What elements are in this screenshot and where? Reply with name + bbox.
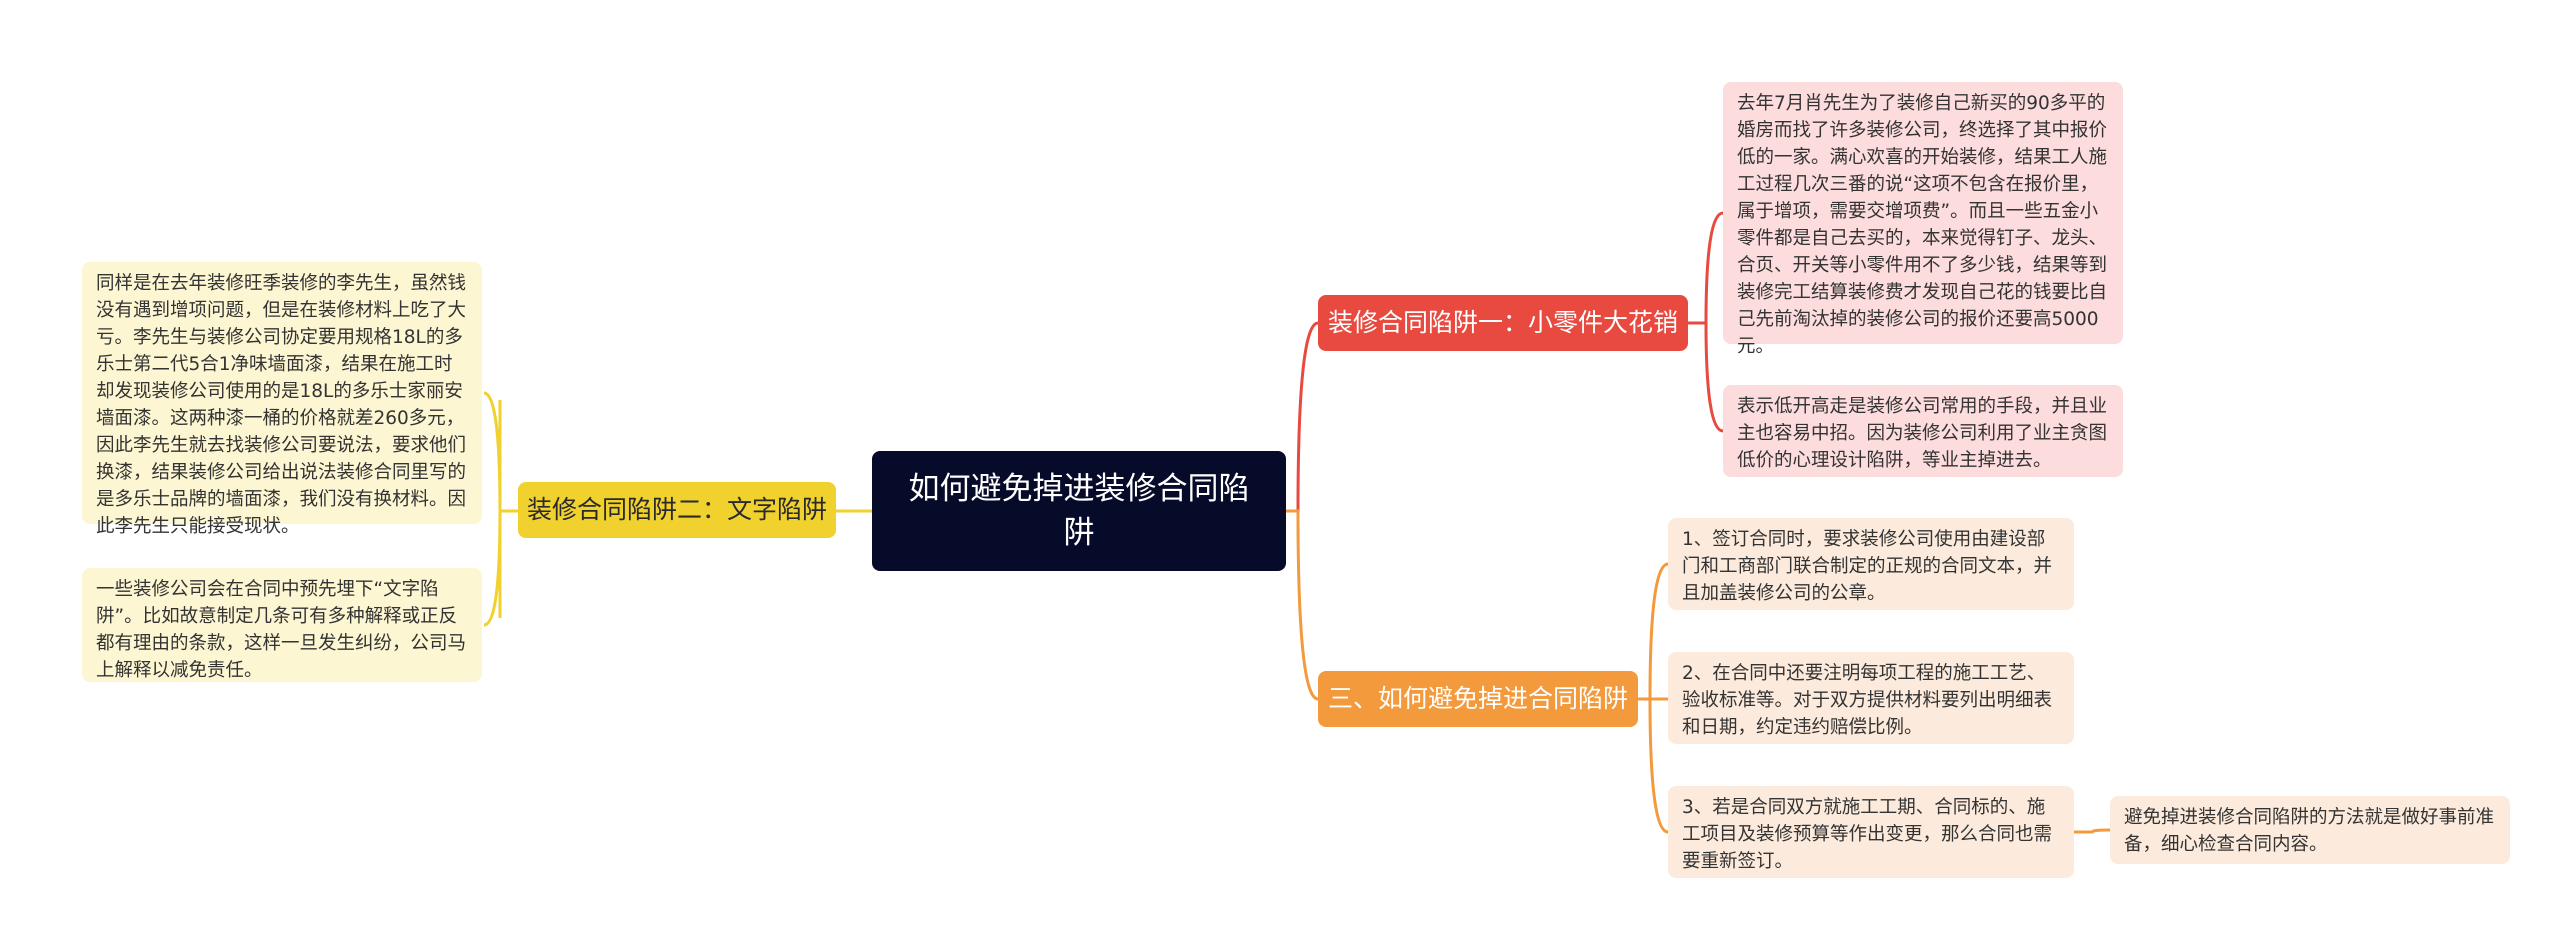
link-orange-leaves: [1638, 562, 1669, 834]
branch-small-parts[interactable]: 装修合同陷阱一：小零件大花销: [1318, 295, 1688, 351]
branch-avoid-traps[interactable]: 三、如何避免掉进合同陷阱: [1318, 671, 1638, 727]
leaf-small-parts-story[interactable]: 去年7月肖先生为了装修自己新买的90多平的婚房而找了许多装修公司，终选择了其中报…: [1723, 82, 2123, 357]
link-red-leaves: [1688, 211, 1724, 433]
leaf-text: 避免掉进装修合同陷阱的方法就是做好事前准备，细心检查合同内容。: [2124, 807, 2495, 855]
leaf-text: 1、签订合同时，要求装修公司使用由建设部门和工商部门联合制定的正规的合同文本，并…: [1682, 529, 2053, 604]
leaf-text: 2、在合同中还要注明每项工程的施工工艺、验收标准等。对于双方提供材料要列出明细表…: [1682, 663, 2053, 738]
leaf-small-parts-desc[interactable]: 表示低开高走是装修公司常用的手段，并且业主也容易中招。因为装修公司利用了业主贪图…: [1723, 385, 2123, 477]
branch-avoid-traps-label: 三、如何避免掉进合同陷阱: [1328, 684, 1629, 713]
link-orange-note: [2074, 828, 2111, 834]
leaf-text-trap-story[interactable]: 同样是在去年装修旺季装修的李先生，虽然钱没有遇到增项问题，但是在装修材料上吃了大…: [82, 262, 482, 537]
leaf-text: 表示低开高走是装修公司常用的手段，并且业主也容易中招。因为装修公司利用了业主贪图…: [1737, 396, 2108, 471]
root-title: 如何避免掉进装修合同陷阱: [908, 471, 1250, 551]
leaf-text: 去年7月肖先生为了装修自己新买的90多平的婚房而找了许多装修公司，终选择了其中报…: [1737, 93, 2108, 357]
leaf-text: 同样是在去年装修旺季装修的李先生，虽然钱没有遇到增项问题，但是在装修材料上吃了大…: [96, 273, 467, 537]
link-root-red: [1286, 321, 1319, 513]
root-topic[interactable]: 如何避免掉进装修合同陷阱: [872, 451, 1286, 571]
branch-small-parts-label: 装修合同陷阱一：小零件大花销: [1328, 308, 1679, 337]
branch-text-trap-label: 装修合同陷阱二：文字陷阱: [527, 495, 828, 524]
branch-text-trap[interactable]: 装修合同陷阱二：文字陷阱: [518, 482, 836, 538]
leaf-text: 一些装修公司会在合同中预先埋下“文字陷阱”。比如故意制定几条可有多种解释或正反都…: [96, 579, 467, 681]
leaf-avoid-note[interactable]: 避免掉进装修合同陷阱的方法就是做好事前准备，细心检查合同内容。: [2110, 796, 2510, 864]
leaf-text: 3、若是合同双方就施工工期、合同标的、施工项目及装修预算等作出变更，那么合同也需…: [1682, 797, 2053, 872]
link-root-orange: [1286, 509, 1319, 701]
leaf-avoid-step-2[interactable]: 2、在合同中还要注明每项工程的施工工艺、验收标准等。对于双方提供材料要列出明细表…: [1668, 652, 2074, 744]
leaf-avoid-step-1[interactable]: 1、签订合同时，要求装修公司使用由建设部门和工商部门联合制定的正规的合同文本，并…: [1668, 518, 2074, 610]
leaf-avoid-step-3[interactable]: 3、若是合同双方就施工工期、合同标的、施工项目及装修预算等作出变更，那么合同也需…: [1668, 786, 2074, 878]
leaf-text-trap-desc[interactable]: 一些装修公司会在合同中预先埋下“文字陷阱”。比如故意制定几条可有多种解释或正反都…: [82, 568, 482, 682]
